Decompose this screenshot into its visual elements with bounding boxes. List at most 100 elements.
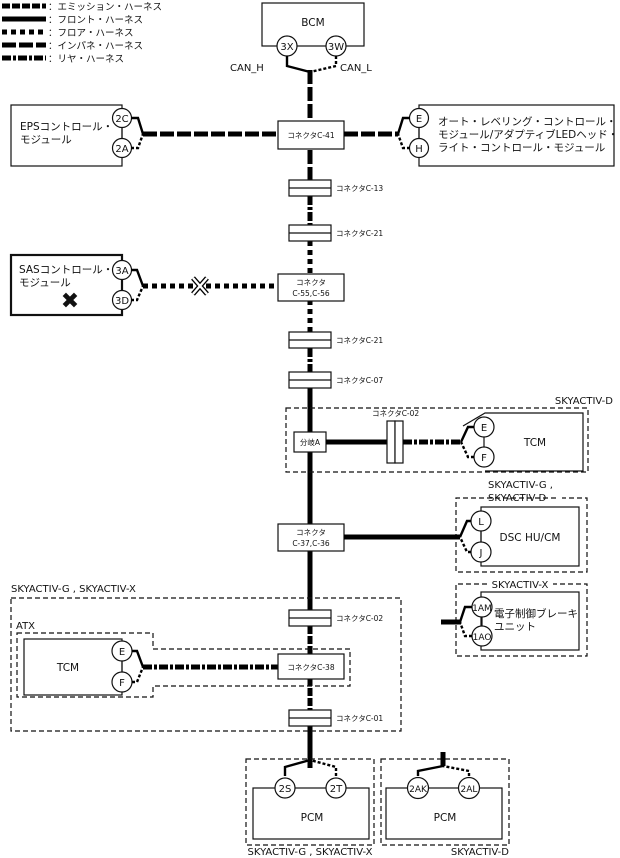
pcm-d-pin-2ak-label: 2AK <box>409 785 428 795</box>
sas-box[interactable] <box>9 253 124 317</box>
connector-c02-tcm-left[interactable] <box>386 420 396 464</box>
bcm-can-l-wire <box>309 56 338 74</box>
pcm-gx-group: SKYACTIV-G , SKYACTIV-X PCM 2S 2T <box>245 758 375 858</box>
connector-c21-upper-label: コネクタC-21 <box>336 229 383 238</box>
connector-c21-upper[interactable]: コネクタC-21 <box>288 224 383 242</box>
headlight-can-h-wire <box>396 116 410 135</box>
pcm-d-pin-2ak[interactable] <box>406 776 430 800</box>
headlight-label-line2: モジュール/アダプティブLEDヘッド・ <box>438 128 618 141</box>
sas-fault-icon: ✖ <box>61 289 79 314</box>
sas-can-l-wire <box>131 285 145 302</box>
skyactiv-d-tcm-group-border <box>285 407 589 473</box>
pcm-d-group: SKYACTIV-D PCM 2AK 2AL <box>380 752 510 858</box>
sas-pin-3d-label: 3D <box>115 296 129 307</box>
dsc-can-l-wire <box>458 536 471 554</box>
connector-c21-lower-label: コネクタC-21 <box>336 336 383 345</box>
skyactiv-gx-group-label: SKYACTIV-G , SKYACTIV-X <box>11 584 136 595</box>
epb-label-line2: ユニット <box>494 621 536 633</box>
connector-c02[interactable]: コネクタC-02 <box>288 609 383 627</box>
connector-c41[interactable]: コネクタC-41 <box>277 120 345 150</box>
tcm-d-can-l-wire <box>459 441 474 459</box>
connector-c55-c56-label-line2: C-55,C-56 <box>292 289 330 298</box>
bcm-box[interactable] <box>261 2 365 47</box>
eps-pin-2c-label: 2C <box>115 114 128 125</box>
headlight-pin-e-label: E <box>416 114 422 125</box>
connector-c21-lower[interactable]: コネクタC-21 <box>288 331 383 349</box>
skyactiv-d-tcm-group: SKYACTIV-D 分岐A コネクタC-02 TCM E F <box>285 396 613 473</box>
tcm-d-can-h-wire <box>459 425 474 443</box>
connector-c38-box[interactable] <box>277 653 345 680</box>
eps-can-h-wire <box>131 116 145 135</box>
connector-c38[interactable]: コネクタC-38 <box>277 653 345 680</box>
sas-pin-3a-label: 3A <box>115 266 128 277</box>
legend-rear-label: ：リヤ・ハーネス <box>48 54 124 65</box>
pcm-gx-pin-2t-label: 2T <box>330 784 343 795</box>
connector-c55-c56[interactable]: コネクタ C-55,C-56 <box>277 273 345 302</box>
sas-can-h-wire <box>131 268 145 287</box>
pcm-d-group-label: SKYACTIV-D <box>451 847 509 858</box>
pcm-d-pin-2al-label: 2AL <box>461 785 478 795</box>
eps-pin-2a-label: 2A <box>115 144 128 155</box>
connector-c55-c56-label-line1: コネクタ <box>296 278 326 287</box>
connector-c02-tcm-right[interactable] <box>394 420 404 464</box>
dsc-group-label-line1: SKYACTIV-G , <box>488 480 553 491</box>
connector-c01-label: コネクタC-01 <box>336 714 383 723</box>
tcm-d-pin-f-label: F <box>481 453 487 464</box>
connector-c01[interactable]: コネクタC-01 <box>288 709 383 727</box>
connector-c13[interactable]: コネクタC-13 <box>288 179 383 197</box>
epb-can-h-wire <box>458 605 472 623</box>
tcm-d-label: TCM <box>523 437 546 449</box>
bcm-pin-3x-label: 3X <box>280 42 293 53</box>
headlight-pin-h-label: H <box>415 144 423 155</box>
dsc-pin-l-label: L <box>478 517 484 528</box>
headlight-module[interactable]: オート・レベリング・コントロール・ モジュール/アダプティブLEDヘッド・ ライ… <box>344 104 618 167</box>
bcm-label: BCM <box>301 17 324 29</box>
pcm-gx-can-h-wire <box>283 758 311 776</box>
dsc-group-border <box>455 497 588 573</box>
headlight-box[interactable] <box>418 104 615 167</box>
pcm-gx-label: PCM <box>301 812 324 824</box>
connector-c02-tcm-label: コネクタC-02 <box>372 409 419 418</box>
epb-box[interactable] <box>480 591 580 651</box>
atx-group-border <box>16 632 351 698</box>
eps-label-line1: EPSコントロール・ <box>20 121 113 133</box>
sas-label-line2: モジュール <box>19 277 71 289</box>
pcm-d-box[interactable] <box>385 787 503 840</box>
pcm-gx-pin-2t[interactable] <box>325 777 347 799</box>
dsc-box[interactable] <box>480 506 580 567</box>
epb-can-l-wire <box>458 621 472 638</box>
pcm-d-can-l-wire <box>442 764 471 776</box>
headlight-label-line3: ライト・コントロール・モジュール <box>438 142 605 154</box>
connector-c37-c36-label-line1: コネクタ <box>296 528 326 537</box>
connector-c13-label: コネクタC-13 <box>336 184 383 193</box>
connector-c37-c36-label-line2: C-37,C-36 <box>292 539 330 548</box>
tcm-atx-pin-e-label: E <box>119 647 125 658</box>
headlight-can-l-wire <box>396 133 410 150</box>
bcm-can-h-wire <box>285 56 311 74</box>
dsc-pin-j-label: J <box>479 548 483 559</box>
sas-label-line1: SASコントロール・ <box>19 264 113 276</box>
sas-module[interactable]: SASコントロール・ モジュール ✖ 3A 3D <box>9 253 278 317</box>
pcm-d-pin-2al[interactable] <box>457 776 481 800</box>
eps-can-l-wire <box>131 133 145 150</box>
eps-module[interactable]: EPSコントロール・ モジュール 2C 2A <box>10 104 278 167</box>
legend: ：エミッション・ハーネス ：フロント・ハーネス ：フロア・ハーネス ：インパネ・… <box>2 2 162 65</box>
pcm-gx-box[interactable] <box>252 787 370 840</box>
pcm-d-can-h-wire <box>416 764 444 776</box>
eps-box[interactable] <box>10 104 123 167</box>
legend-front-label: ：フロント・ハーネス <box>48 15 143 26</box>
skyactiv-gx-group: SKYACTIV-G , SKYACTIV-X ATX TCM E F <box>10 584 402 732</box>
connector-c41-box[interactable] <box>277 120 345 150</box>
pcm-gx-pin-2s[interactable] <box>274 777 296 799</box>
connector-c07[interactable]: コネクタC-07 <box>288 371 383 389</box>
open-circuit-icon <box>191 276 209 296</box>
connector-c37-c36[interactable]: コネクタ C-37,C-36 <box>277 523 345 552</box>
epb-label-line1: 電子制御ブレーキ <box>494 607 578 620</box>
skyactiv-d-tcm-group-label: SKYACTIV-D <box>555 396 613 407</box>
pcm-gx-group-label: SKYACTIV-G , SKYACTIV-X <box>248 847 373 858</box>
can-l-label: CAN_L <box>340 63 372 74</box>
epb-pin-1ao-label: 1AO <box>473 633 492 643</box>
connector-c55-c56-box[interactable] <box>277 273 345 302</box>
connector-c02-label: コネクタC-02 <box>336 614 383 623</box>
bcm-module[interactable]: BCM 3X 3W CAN_H CAN_L <box>230 2 372 74</box>
